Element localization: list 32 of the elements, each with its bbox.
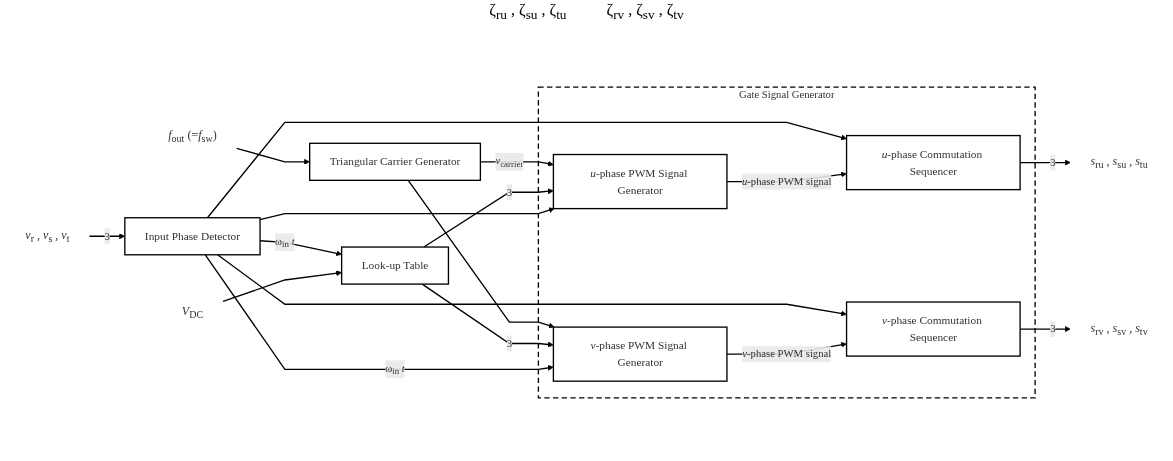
arrow	[407, 179, 555, 329]
node-text: s$_{rv}$ , s$_{sv}$ , s$_{tv}$	[1090, 321, 1148, 337]
edge-label: ω$_{in}$ t	[385, 362, 405, 377]
edge-label: ω$_{in}$ t	[275, 235, 295, 250]
edge-label: 3	[104, 230, 110, 242]
edge-label: u-phase PWM signal	[741, 175, 832, 187]
node-text: V$_{DC}$	[181, 303, 204, 320]
node-box: Triangular Carrier Generator	[309, 142, 482, 181]
node-text: f$_{out}$ (=f$_{sw}$)	[168, 128, 217, 144]
node-box: v-phase Commutation Sequencer	[845, 301, 1021, 357]
node-box: Look-up Table	[340, 246, 450, 285]
arrow	[259, 207, 555, 221]
node-text: s$_{ru}$ , s$_{su}$ , s$_{tu}$	[1090, 154, 1148, 171]
edge-label: 3	[1050, 323, 1056, 335]
node-text: v$_{r}$ , v$_{s}$ , v$_{t}$	[25, 228, 70, 244]
edge-label: 3	[506, 186, 513, 198]
arrow	[236, 147, 310, 165]
arrow	[216, 254, 847, 317]
signal-label: ζ$_{ru}$ , ζ$_{su}$ , ζ$_{tu}$	[489, 0, 567, 24]
arrow	[421, 283, 554, 348]
edge-label: 3	[506, 337, 513, 349]
arrow	[222, 270, 342, 303]
edge-label: 3	[1050, 156, 1056, 168]
node-box: Input Phase Detector	[124, 217, 261, 256]
node-box: u-phase PWM Signal Generator	[552, 153, 728, 210]
node-box: v-phase PWM Signal Generator	[552, 326, 728, 382]
edge-label: v-phase PWM signal	[742, 348, 832, 360]
arrow	[204, 254, 554, 371]
signal-label: ζ$_{rv}$ , ζ$_{sv}$ , ζ$_{tv}$	[606, 0, 684, 24]
edge-label: v$_{carrier}$	[495, 154, 524, 169]
arrow	[423, 188, 554, 248]
node-box: u-phase Commutation Sequencer	[845, 134, 1021, 191]
